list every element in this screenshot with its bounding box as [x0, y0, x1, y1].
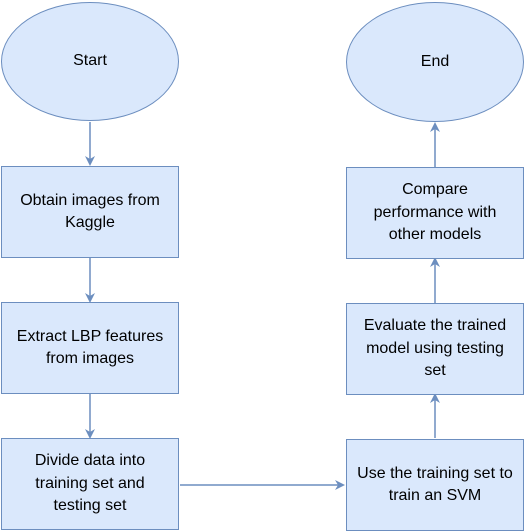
divide-data-node: Divide data into training set and testin…: [1, 438, 179, 530]
extract-features-label: Extract LBP features from images: [16, 327, 164, 367]
end-label: End: [420, 52, 450, 70]
compare-performance-node: Compare performance with other models: [346, 167, 524, 259]
start-label: Start: [73, 52, 107, 70]
train-svm-label: Use the training set to train an SVM: [357, 464, 513, 504]
end-node: End: [346, 2, 524, 122]
evaluate-model-label: Evaluate the trained model using testing…: [363, 317, 507, 380]
start-node: Start: [1, 2, 179, 121]
extract-features-node: Extract LBP features from images: [1, 302, 179, 394]
divide-data-label: Divide data into training set and testin…: [34, 452, 146, 515]
evaluate-model-node: Evaluate the trained model using testing…: [346, 303, 524, 395]
obtain-images-node: Obtain images from Kaggle: [1, 166, 179, 258]
obtain-images-label: Obtain images from Kaggle: [20, 191, 160, 231]
train-svm-node: Use the training set to train an SVM: [346, 439, 524, 531]
compare-performance-label: Compare performance with other models: [373, 181, 497, 244]
